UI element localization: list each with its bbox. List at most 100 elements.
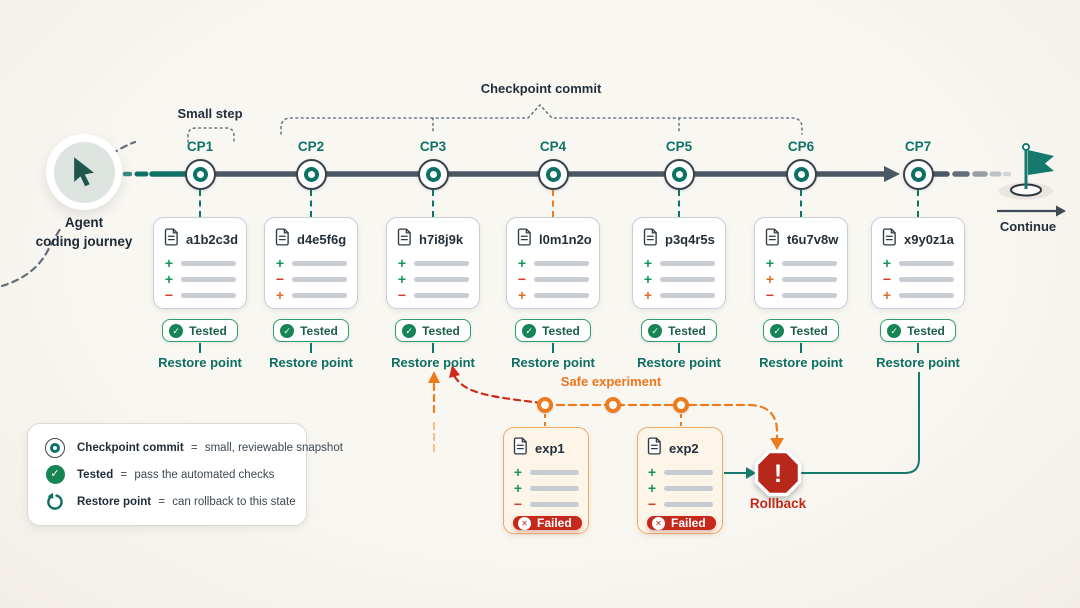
continue-label: Continue: [999, 219, 1057, 234]
checkpoint-node-ring: [793, 167, 809, 182]
cursor-icon: [74, 157, 94, 187]
tested-label: Tested: [189, 323, 227, 338]
diff-add-sign: +: [397, 271, 407, 287]
finish-flag-group: [999, 143, 1054, 200]
rollback-curve-arrowhead: [449, 365, 460, 378]
restore-point-label: Restore point: [391, 355, 475, 370]
checkpoint-node-ring: [545, 167, 561, 182]
document-icon: [275, 228, 289, 246]
legend-definition: pass the automated checks: [134, 468, 275, 481]
diff-line-bar: [534, 261, 589, 266]
agent-cursor-badge: [46, 134, 122, 210]
document-icon: [164, 228, 179, 251]
diff-line-bar: [664, 470, 713, 475]
cp-label: CP6: [787, 139, 815, 154]
check-circle-icon: ✓: [648, 323, 663, 338]
diff-line-bar: [530, 470, 579, 475]
diff-row: +: [647, 481, 713, 495]
restore-point-label: Restore point: [876, 355, 960, 370]
diff-rows: ++−: [164, 256, 236, 303]
diff-row: −: [164, 287, 236, 303]
commit-card: t6u7v8w ++−: [754, 217, 848, 309]
diff-line-bar: [899, 293, 954, 298]
diff-line-bar: [181, 261, 236, 266]
commit-card-header: d4e5f6g: [275, 228, 347, 251]
legend-panel: Checkpoint commit = small, reviewable sn…: [27, 423, 343, 526]
diff-line-bar: [414, 293, 469, 298]
diff-line-bar: [414, 277, 469, 282]
failed-badge: ✕ Failed: [647, 516, 716, 530]
diff-line-bar: [899, 261, 954, 266]
diff-row: +: [643, 272, 715, 286]
legend-equals: =: [120, 468, 128, 481]
experiment-card-header: exp2: [647, 437, 713, 460]
diff-mod-sign: +: [882, 287, 892, 303]
diff-add-sign: +: [517, 255, 527, 271]
commit-hash: a1b2c3d: [186, 232, 239, 247]
check-circle-icon: ✓: [280, 323, 295, 338]
diff-line-bar: [899, 277, 954, 282]
experiment-name: exp2: [669, 441, 699, 456]
diff-mod-sign: +: [517, 287, 527, 303]
commit-hash: x9y0z1a: [904, 232, 954, 247]
diff-row: −: [513, 497, 579, 511]
experiment-card-exp1: exp1 ++− ✕ Failed: [503, 427, 589, 534]
node-card-connector: [678, 190, 680, 217]
diff-row: +: [647, 464, 713, 480]
commit-hash: h7i8j9k: [419, 232, 464, 247]
tested-label: Tested: [907, 323, 945, 338]
badge-restore-tick: [199, 343, 201, 353]
restore-point-label: Restore point: [511, 355, 595, 370]
diff-del-sign: −: [882, 271, 892, 287]
commit-hash: p3q4r5s: [665, 232, 715, 247]
diff-mod-sign: +: [765, 271, 775, 287]
fail-circle-icon: ✕: [518, 516, 531, 530]
diff-add-sign: +: [647, 464, 657, 480]
document-icon: [517, 228, 531, 246]
checkpoint-column-cp3: CP3 h7i8j9k ++− ✓ Tested Restore point: [386, 139, 480, 370]
rollback-exclamation: !: [774, 460, 782, 488]
commit-card: d4e5f6g +−+: [264, 217, 358, 309]
cp-label: CP3: [419, 139, 447, 154]
flag-pennant: [1028, 150, 1054, 175]
document-icon: [765, 228, 779, 246]
agent-label-line2: coding journey: [35, 233, 133, 249]
checkpoint-column-cp7: CP7 x9y0z1a +−+ ✓ Tested Restore point: [871, 139, 965, 370]
document-icon: [397, 228, 411, 246]
small-step-bracket: [187, 127, 235, 144]
diff-row: +: [164, 256, 236, 270]
diff-row: +: [882, 287, 954, 303]
cp-label: CP2: [297, 139, 325, 154]
check-circle-icon: ✓: [402, 323, 417, 338]
document-icon: [397, 228, 412, 251]
experiment-card-exp2: exp2 ++− ✕ Failed: [637, 427, 723, 534]
diff-add-sign: +: [643, 255, 653, 271]
tested-label: Tested: [668, 323, 706, 338]
checkpoint-node: [663, 159, 695, 190]
checkpoint-node: [184, 159, 216, 190]
diff-rows: +−+: [275, 256, 347, 302]
document-icon: [647, 437, 661, 455]
tested-label: Tested: [542, 323, 580, 338]
diff-row: +: [275, 256, 347, 270]
commit-card-header: t6u7v8w: [765, 228, 838, 251]
legend-definition: can rollback to this state: [172, 495, 296, 508]
legend-text: Tested = pass the automated checks: [77, 469, 274, 481]
commit-card: l0m1n2o +−+: [506, 217, 600, 309]
diff-line-bar: [660, 261, 715, 266]
restore-point-label: Restore point: [759, 355, 843, 370]
checkpoint-node-ring: [671, 167, 687, 182]
diff-line-bar: [660, 293, 715, 298]
commit-card: h7i8j9k ++−: [386, 217, 480, 309]
experiment-node-2: [605, 397, 621, 413]
document-icon: [643, 228, 657, 246]
diff-row: −: [275, 272, 347, 286]
diff-del-sign: −: [164, 287, 174, 303]
node-card-connector: [199, 190, 201, 217]
diff-row: −: [765, 288, 837, 302]
rollback-return-line: [799, 372, 920, 474]
commit-card-header: h7i8j9k: [397, 228, 469, 251]
checkpoint-node-ring: [192, 167, 208, 182]
legend-row-checkpoint: Checkpoint commit = small, reviewable sn…: [44, 437, 343, 458]
